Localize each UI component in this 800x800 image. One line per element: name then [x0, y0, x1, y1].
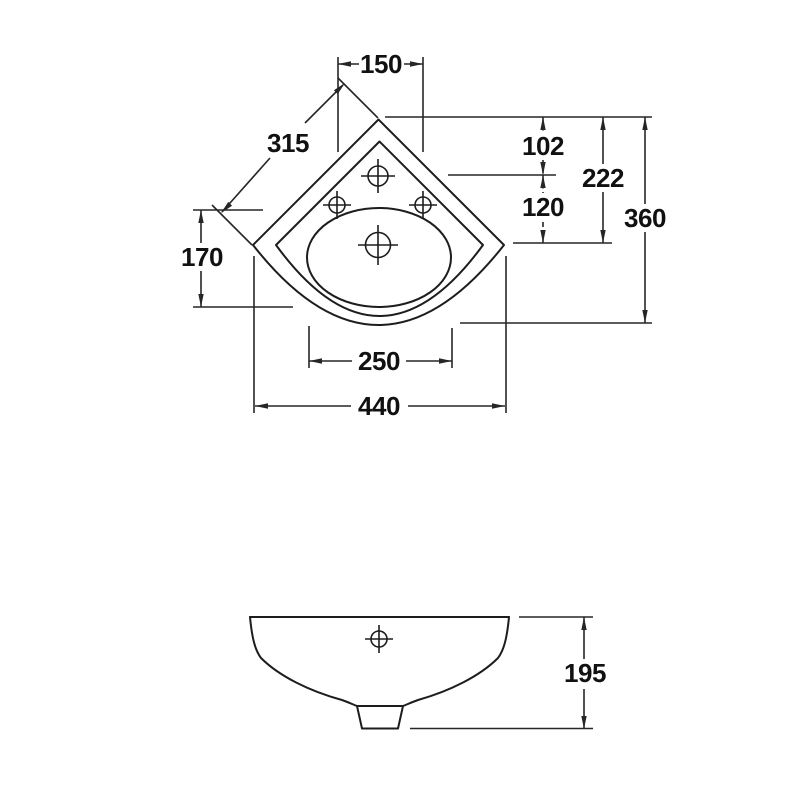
dim-label-120: 120	[522, 192, 564, 222]
top-view: 150 315 102	[181, 49, 666, 421]
dim-reference-ticks	[385, 116, 652, 324]
side-right-profile	[402, 616, 510, 707]
dim-label-250: 250	[358, 346, 400, 376]
dim-tap-holes-to-bowl-center: 120	[522, 175, 564, 243]
dim-overall-height: 195	[410, 616, 606, 730]
side-view: 195	[249, 616, 606, 730]
dim-rear-to-widest-point: 222	[582, 117, 624, 243]
dim-label-195: 195	[564, 658, 606, 688]
dim-rear-edge-length: 315	[211, 77, 379, 246]
dim-label-150: 150	[360, 49, 402, 79]
basin-inner-rim-line	[275, 140, 484, 317]
basin-outer-outline	[252, 118, 505, 326]
dim-label-222: 222	[582, 163, 624, 193]
dim-overall-depth: 360	[624, 117, 666, 323]
side-tap-hole	[365, 625, 393, 653]
dim-label-360: 360	[624, 203, 666, 233]
dim-bowl-width: 250	[308, 326, 453, 376]
side-left-profile	[249, 616, 358, 707]
dim-label-315: 315	[267, 128, 309, 158]
tap-hole-left	[323, 191, 351, 219]
drain-outlet	[356, 705, 404, 730]
dim-tap-hole-spacing: 150	[337, 49, 424, 152]
dim-label-102: 102	[522, 131, 564, 161]
dim-bowl-depth: 170	[181, 209, 293, 308]
dim-label-440: 440	[358, 391, 400, 421]
dim-label-170: 170	[181, 242, 223, 272]
dim-overall-width: 440	[253, 256, 507, 421]
tap-hole-right	[409, 191, 437, 219]
dim-rear-to-tap-holes: 102	[522, 117, 564, 175]
tap-hole-rear	[361, 159, 395, 193]
basin-bowl	[306, 207, 452, 308]
waste-hole-center	[358, 225, 398, 265]
